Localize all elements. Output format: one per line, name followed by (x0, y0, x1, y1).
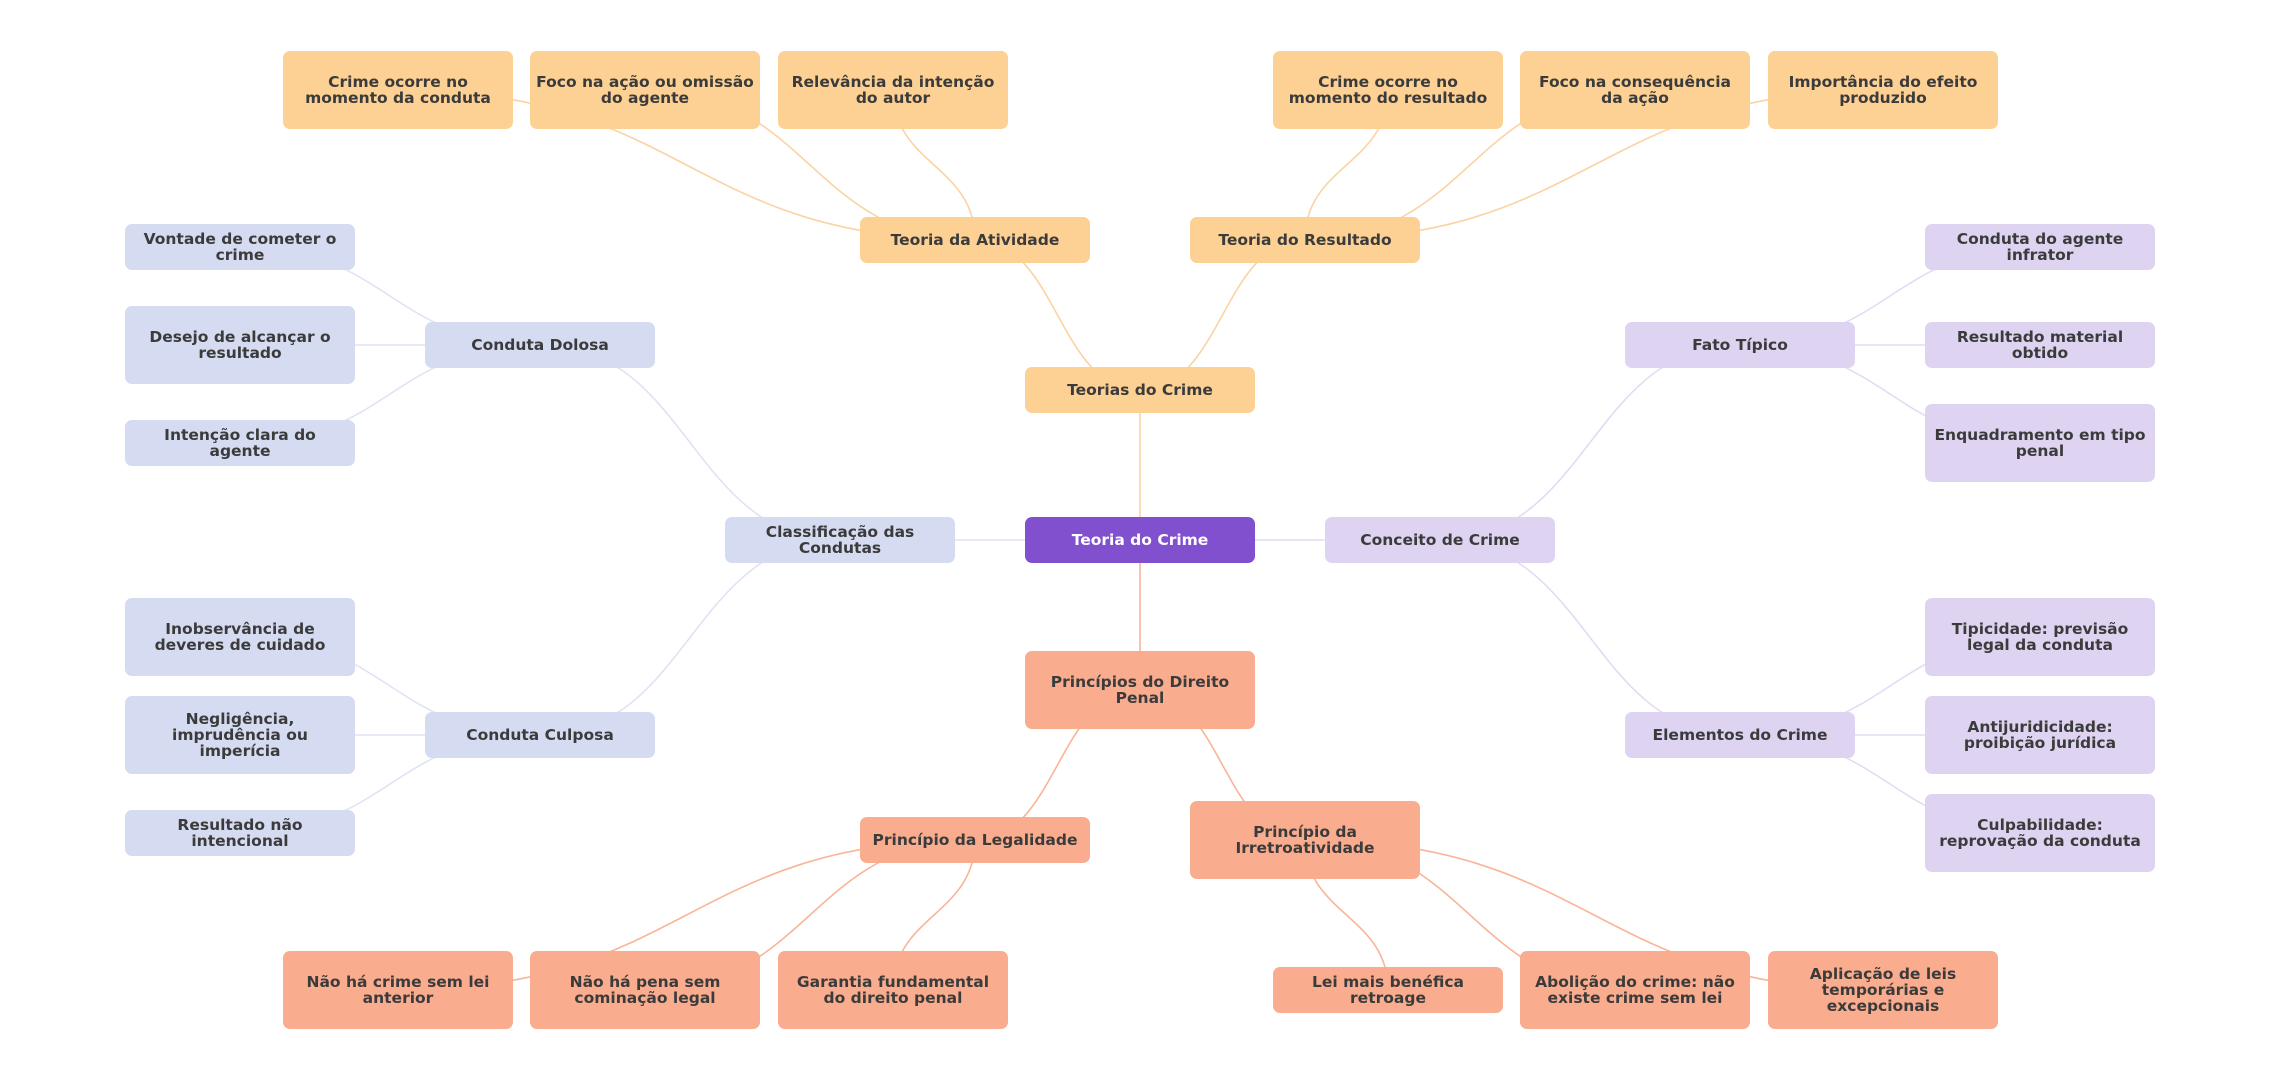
node-atividade-1[interactable]: Crime ocorre no momento da conduta (283, 51, 513, 129)
node-legalidade-2[interactable]: Não há pena sem cominação legal (530, 951, 760, 1029)
node-resultado-2[interactable]: Foco na consequência da ação (1520, 51, 1750, 129)
node-irretro[interactable]: Princípio da Irretroatividade (1190, 801, 1420, 879)
connector-line (539, 344, 841, 541)
node-dolosa[interactable]: Conduta Dolosa (425, 322, 655, 368)
node-culposa[interactable]: Conduta Culposa (425, 712, 655, 758)
node-principios[interactable]: Princípios do Direito Penal (1025, 651, 1255, 729)
node-legalidade[interactable]: Princípio da Legalidade (860, 817, 1090, 863)
node-culposa-3[interactable]: Resultado não intencional (125, 810, 355, 856)
node-legalidade-3[interactable]: Garantia fundamental do direito penal (778, 951, 1008, 1029)
node-atividade-3[interactable]: Relevância da intenção do autor (778, 51, 1008, 129)
node-resultado-3[interactable]: Importância do efeito produzido (1768, 51, 1998, 129)
connector-line (1439, 539, 1741, 736)
node-elementos-1[interactable]: Tipicidade: previsão legal da conduta (1925, 598, 2155, 676)
node-root[interactable]: Teoria do Crime (1025, 517, 1255, 563)
node-legalidade-1[interactable]: Não há crime sem lei anterior (283, 951, 513, 1029)
node-resultado-1[interactable]: Crime ocorre no momento do resultado (1273, 51, 1503, 129)
node-classificacao[interactable]: Classificação das Condutas (725, 517, 955, 563)
node-dolosa-1[interactable]: Vontade de cometer o crime (125, 224, 355, 270)
node-fato[interactable]: Fato Típico (1625, 322, 1855, 368)
node-resultado[interactable]: Teoria do Resultado (1190, 217, 1420, 263)
connector-line (1439, 344, 1741, 541)
node-culposa-1[interactable]: Inobservância de deveres de cuidado (125, 598, 355, 676)
node-fato-3[interactable]: Enquadramento em tipo penal (1925, 404, 2155, 482)
node-teorias[interactable]: Teorias do Crime (1025, 367, 1255, 413)
node-elementos-2[interactable]: Antijuridicidade: proibição jurídica (1925, 696, 2155, 774)
node-culposa-2[interactable]: Negligência, imprudência ou imperícia (125, 696, 355, 774)
node-irretro-2[interactable]: Abolição do crime: não existe crime sem … (1520, 951, 1750, 1029)
node-atividade[interactable]: Teoria da Atividade (860, 217, 1090, 263)
connector-line (539, 539, 841, 736)
node-conceito[interactable]: Conceito de Crime (1325, 517, 1555, 563)
node-irretro-3[interactable]: Aplicação de leis temporárias e excepcio… (1768, 951, 1998, 1029)
node-irretro-1[interactable]: Lei mais benéfica retroage (1273, 967, 1503, 1013)
node-elementos-3[interactable]: Culpabilidade: reprovação da conduta (1925, 794, 2155, 872)
node-fato-1[interactable]: Conduta do agente infrator (1925, 224, 2155, 270)
node-elementos[interactable]: Elementos do Crime (1625, 712, 1855, 758)
node-atividade-2[interactable]: Foco na ação ou omissão do agente (530, 51, 760, 129)
node-dolosa-3[interactable]: Intenção clara do agente (125, 420, 355, 466)
node-fato-2[interactable]: Resultado material obtido (1925, 322, 2155, 368)
node-dolosa-2[interactable]: Desejo de alcançar o resultado (125, 306, 355, 384)
